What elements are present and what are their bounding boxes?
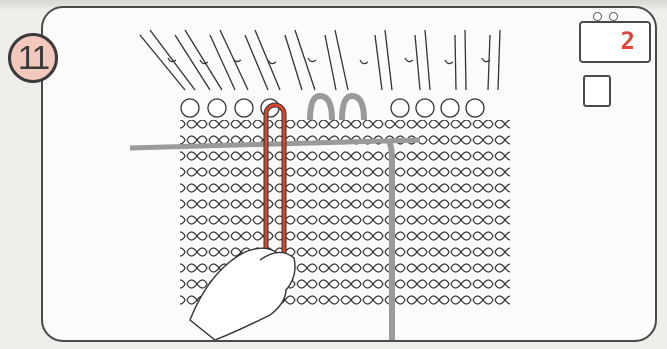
machine-display-panel: 2 [579, 21, 651, 63]
needle-icon [140, 30, 500, 90]
knitting-illustration [120, 20, 570, 340]
display-digits: 2 [621, 27, 637, 55]
indicator-led-right [609, 12, 618, 21]
step-number-badge: 11 [8, 33, 58, 83]
indicator-led-left [593, 12, 602, 21]
step-number: 11 [18, 39, 48, 77]
indicator-box [583, 75, 611, 107]
